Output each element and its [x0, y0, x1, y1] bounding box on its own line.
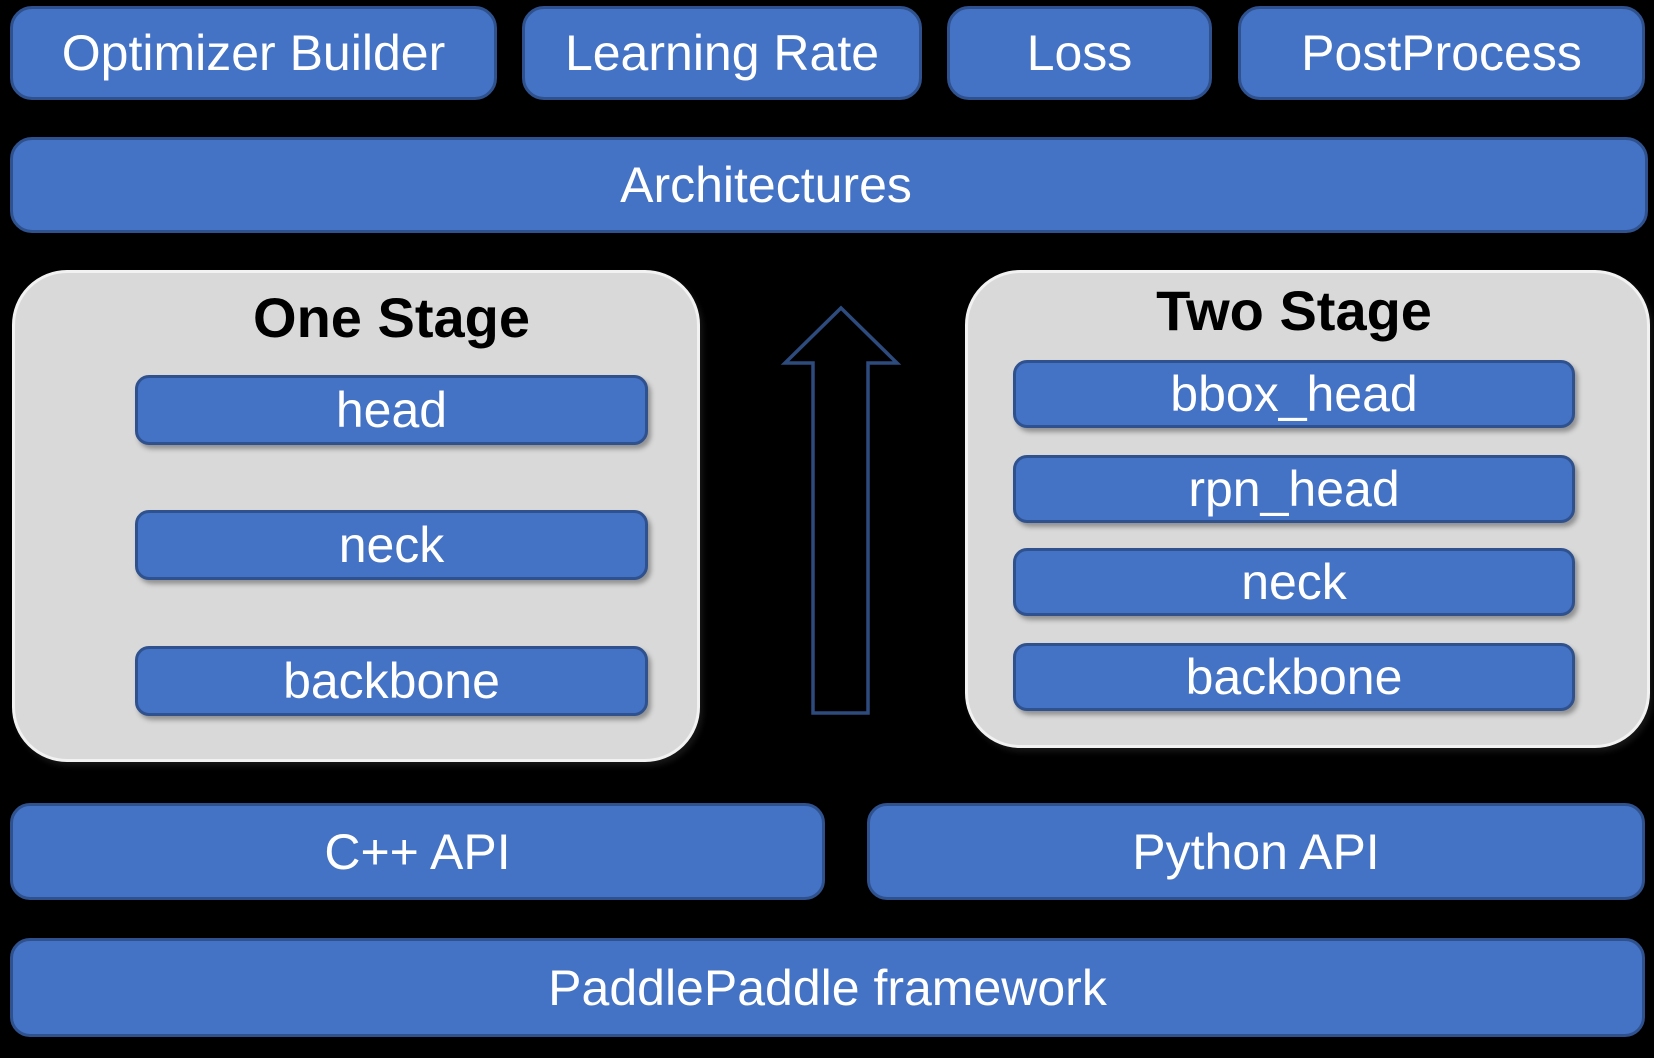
up-arrow-icon — [780, 305, 902, 715]
one-stage-title: One Stage — [253, 286, 530, 349]
box-cpp-api: C++ API — [10, 803, 825, 900]
panel-one-stage: One Stage head neck backbone — [12, 270, 700, 762]
one-stage-layer-neck: neck — [135, 510, 648, 580]
two-stage-layer-bbox-head: bbox_head — [1013, 360, 1575, 428]
box-postprocess: PostProcess — [1238, 6, 1645, 100]
box-loss: Loss — [947, 6, 1212, 100]
two-stage-layer-neck: neck — [1013, 548, 1575, 616]
two-stage-layer-backbone: backbone — [1013, 643, 1575, 711]
box-paddlepaddle-framework: PaddlePaddle framework — [10, 938, 1645, 1037]
panel-two-stage: Two Stage bbox_head rpn_head neck backbo… — [965, 270, 1650, 748]
two-stage-layer-rpn-head: rpn_head — [1013, 455, 1575, 523]
one-stage-layer-backbone: backbone — [135, 646, 648, 716]
two-stage-title: Two Stage — [1156, 279, 1432, 342]
box-python-api: Python API — [867, 803, 1645, 900]
box-architectures: Architectures — [10, 137, 1648, 233]
box-learning-rate: Learning Rate — [522, 6, 922, 100]
box-optimizer-builder: Optimizer Builder — [10, 6, 497, 100]
one-stage-layer-head: head — [135, 375, 648, 445]
